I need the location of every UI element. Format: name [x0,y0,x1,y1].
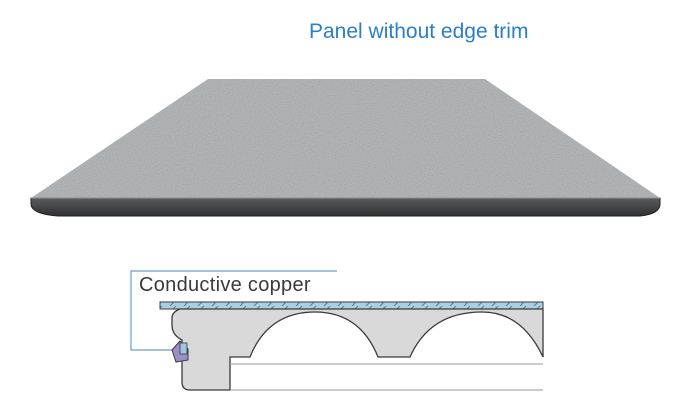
top-laminate-layer [159,301,544,310]
copper-callout [130,270,337,351]
callout-label: Conductive copper [139,274,311,296]
panel-top-surface [31,79,660,198]
panel-illustration [30,79,661,217]
panel-cross-section [159,301,544,391]
callout-line [130,270,337,351]
panel-base-tray [30,197,661,217]
diagram-title: Panel without edge trim [309,20,529,43]
copper-clip-inner [179,342,188,355]
panel-body-profile [171,308,544,391]
